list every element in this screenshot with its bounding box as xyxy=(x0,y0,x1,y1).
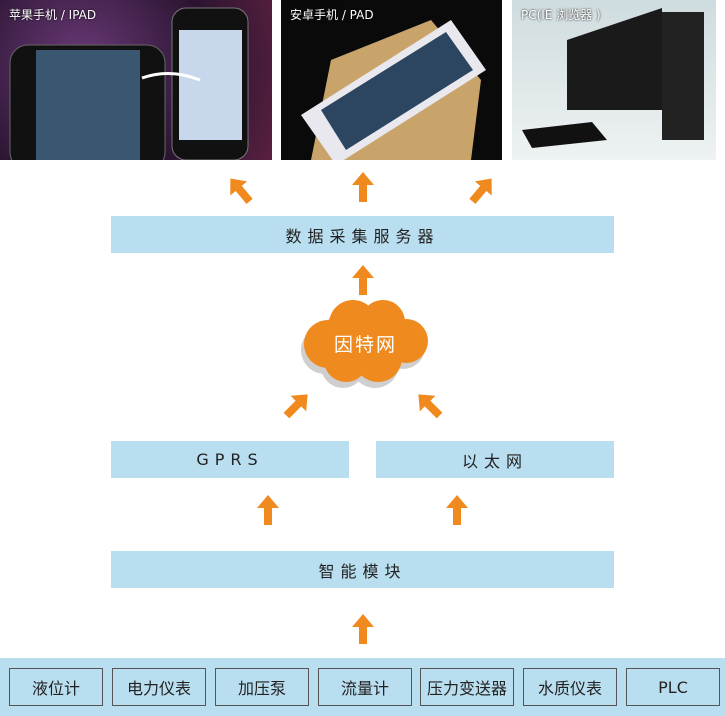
arrow-up-icon xyxy=(446,495,468,525)
internet-label: 因特网 xyxy=(333,333,397,356)
phone-illustration xyxy=(9,7,249,160)
internet-cloud: 因特网 xyxy=(298,298,433,388)
pc-illustration xyxy=(522,8,704,148)
device-level-meter: 液位计 xyxy=(9,668,103,706)
arrow-up-icon xyxy=(352,172,374,202)
android-illustration xyxy=(301,20,486,160)
arrow-up-icon xyxy=(352,265,374,295)
device-flow-meter: 流量计 xyxy=(318,668,412,706)
device-power-meter: 电力仪表 xyxy=(112,668,206,706)
device-plc: PLC xyxy=(626,668,720,706)
smart-module-box: 智能模块 xyxy=(111,551,614,588)
arrow-up-right-icon xyxy=(469,178,492,205)
device-bar: 液位计 电力仪表 加压泵 流量计 压力变送器 水质仪表 PLC xyxy=(0,658,725,716)
arrow-up-icon xyxy=(257,495,279,525)
cloud-icon xyxy=(301,300,428,388)
arrow-up-right-icon xyxy=(283,394,308,419)
photo-pc: PC(IE 浏览器 ) xyxy=(512,0,716,160)
arrow-up-left-icon xyxy=(418,394,443,419)
device-booster-pump: 加压泵 xyxy=(215,668,309,706)
photo-caption: PC(IE 浏览器 ) xyxy=(521,8,601,22)
arrow-up-icon xyxy=(352,614,374,644)
photo-android-pad: 安卓手机 / PAD xyxy=(281,0,502,160)
photo-iphone-ipad: 苹果手机 / IPAD xyxy=(0,0,272,160)
device-pressure-transmitter: 压力变送器 xyxy=(420,668,514,706)
device-water-quality-meter: 水质仪表 xyxy=(523,668,617,706)
gprs-box: GPRS xyxy=(111,441,349,478)
photo-caption: 苹果手机 / IPAD xyxy=(9,8,97,22)
ethernet-box: 以太网 xyxy=(376,441,614,478)
photo-caption: 安卓手机 / PAD xyxy=(290,8,374,22)
server-box: 数据采集服务器 xyxy=(111,216,614,253)
arrow-up-left-icon xyxy=(230,178,253,205)
